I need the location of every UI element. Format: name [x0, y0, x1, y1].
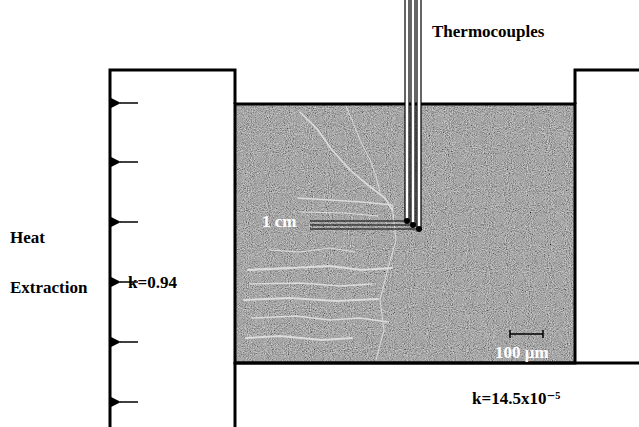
grain-boundary [298, 198, 392, 205]
thermocouple-tip [410, 222, 416, 228]
chill-wall-outline [110, 70, 235, 427]
grain-boundary [270, 248, 355, 252]
leader-line [310, 228, 416, 229]
mold-base: k=14.5x10⁻⁵ [237, 365, 639, 427]
grain-boundaries [244, 104, 396, 360]
grain-boundary [376, 205, 396, 360]
conductivity-value: k=14.5x10⁻⁵ [472, 389, 560, 409]
leader-line [310, 220, 404, 221]
grain-boundary [300, 112, 392, 210]
right-wall-outline [575, 70, 639, 104]
annotation-label: Thermocouples [432, 22, 544, 42]
scale-label: 100 μm [495, 343, 549, 363]
spacing-label: 1 cm [262, 212, 296, 232]
grain-boundary [246, 336, 352, 340]
grain-boundary [300, 212, 378, 216]
leader-line [310, 224, 410, 225]
thermocouple [405, 0, 409, 220]
mold-outline [110, 70, 639, 427]
scale-bar [510, 330, 543, 338]
grain-boundary [244, 298, 378, 301]
thermocouple [411, 0, 415, 224]
heat-arrow [120, 401, 138, 403]
grain-boundary [250, 283, 372, 286]
scale-bar-line [510, 333, 543, 335]
chill-wall: k=0.94 [112, 72, 233, 427]
thermocouple [417, 0, 421, 228]
thermocouples [405, 0, 421, 228]
conductivity-value: k=0.94 [128, 273, 177, 293]
scale-bar-tick [542, 330, 544, 338]
grain-boundary [252, 316, 388, 322]
scale-bar-tick [509, 330, 511, 338]
thermocouple-tip [404, 218, 410, 224]
grain-boundary [248, 266, 392, 270]
spacing-leaders [310, 221, 416, 229]
heat-arrow [120, 341, 138, 343]
heat-arrow [120, 102, 138, 104]
micrograph-region: 1 cm 100 μm [237, 106, 573, 361]
heat-arrows [120, 103, 138, 402]
heat-arrow [120, 221, 138, 223]
thermocouple-tip [416, 226, 422, 232]
chill-wall-outline [234, 362, 237, 427]
grain-boundary [345, 104, 380, 192]
heat-extraction-label: Heat Extraction [10, 213, 106, 313]
heat-arrow [120, 161, 138, 163]
